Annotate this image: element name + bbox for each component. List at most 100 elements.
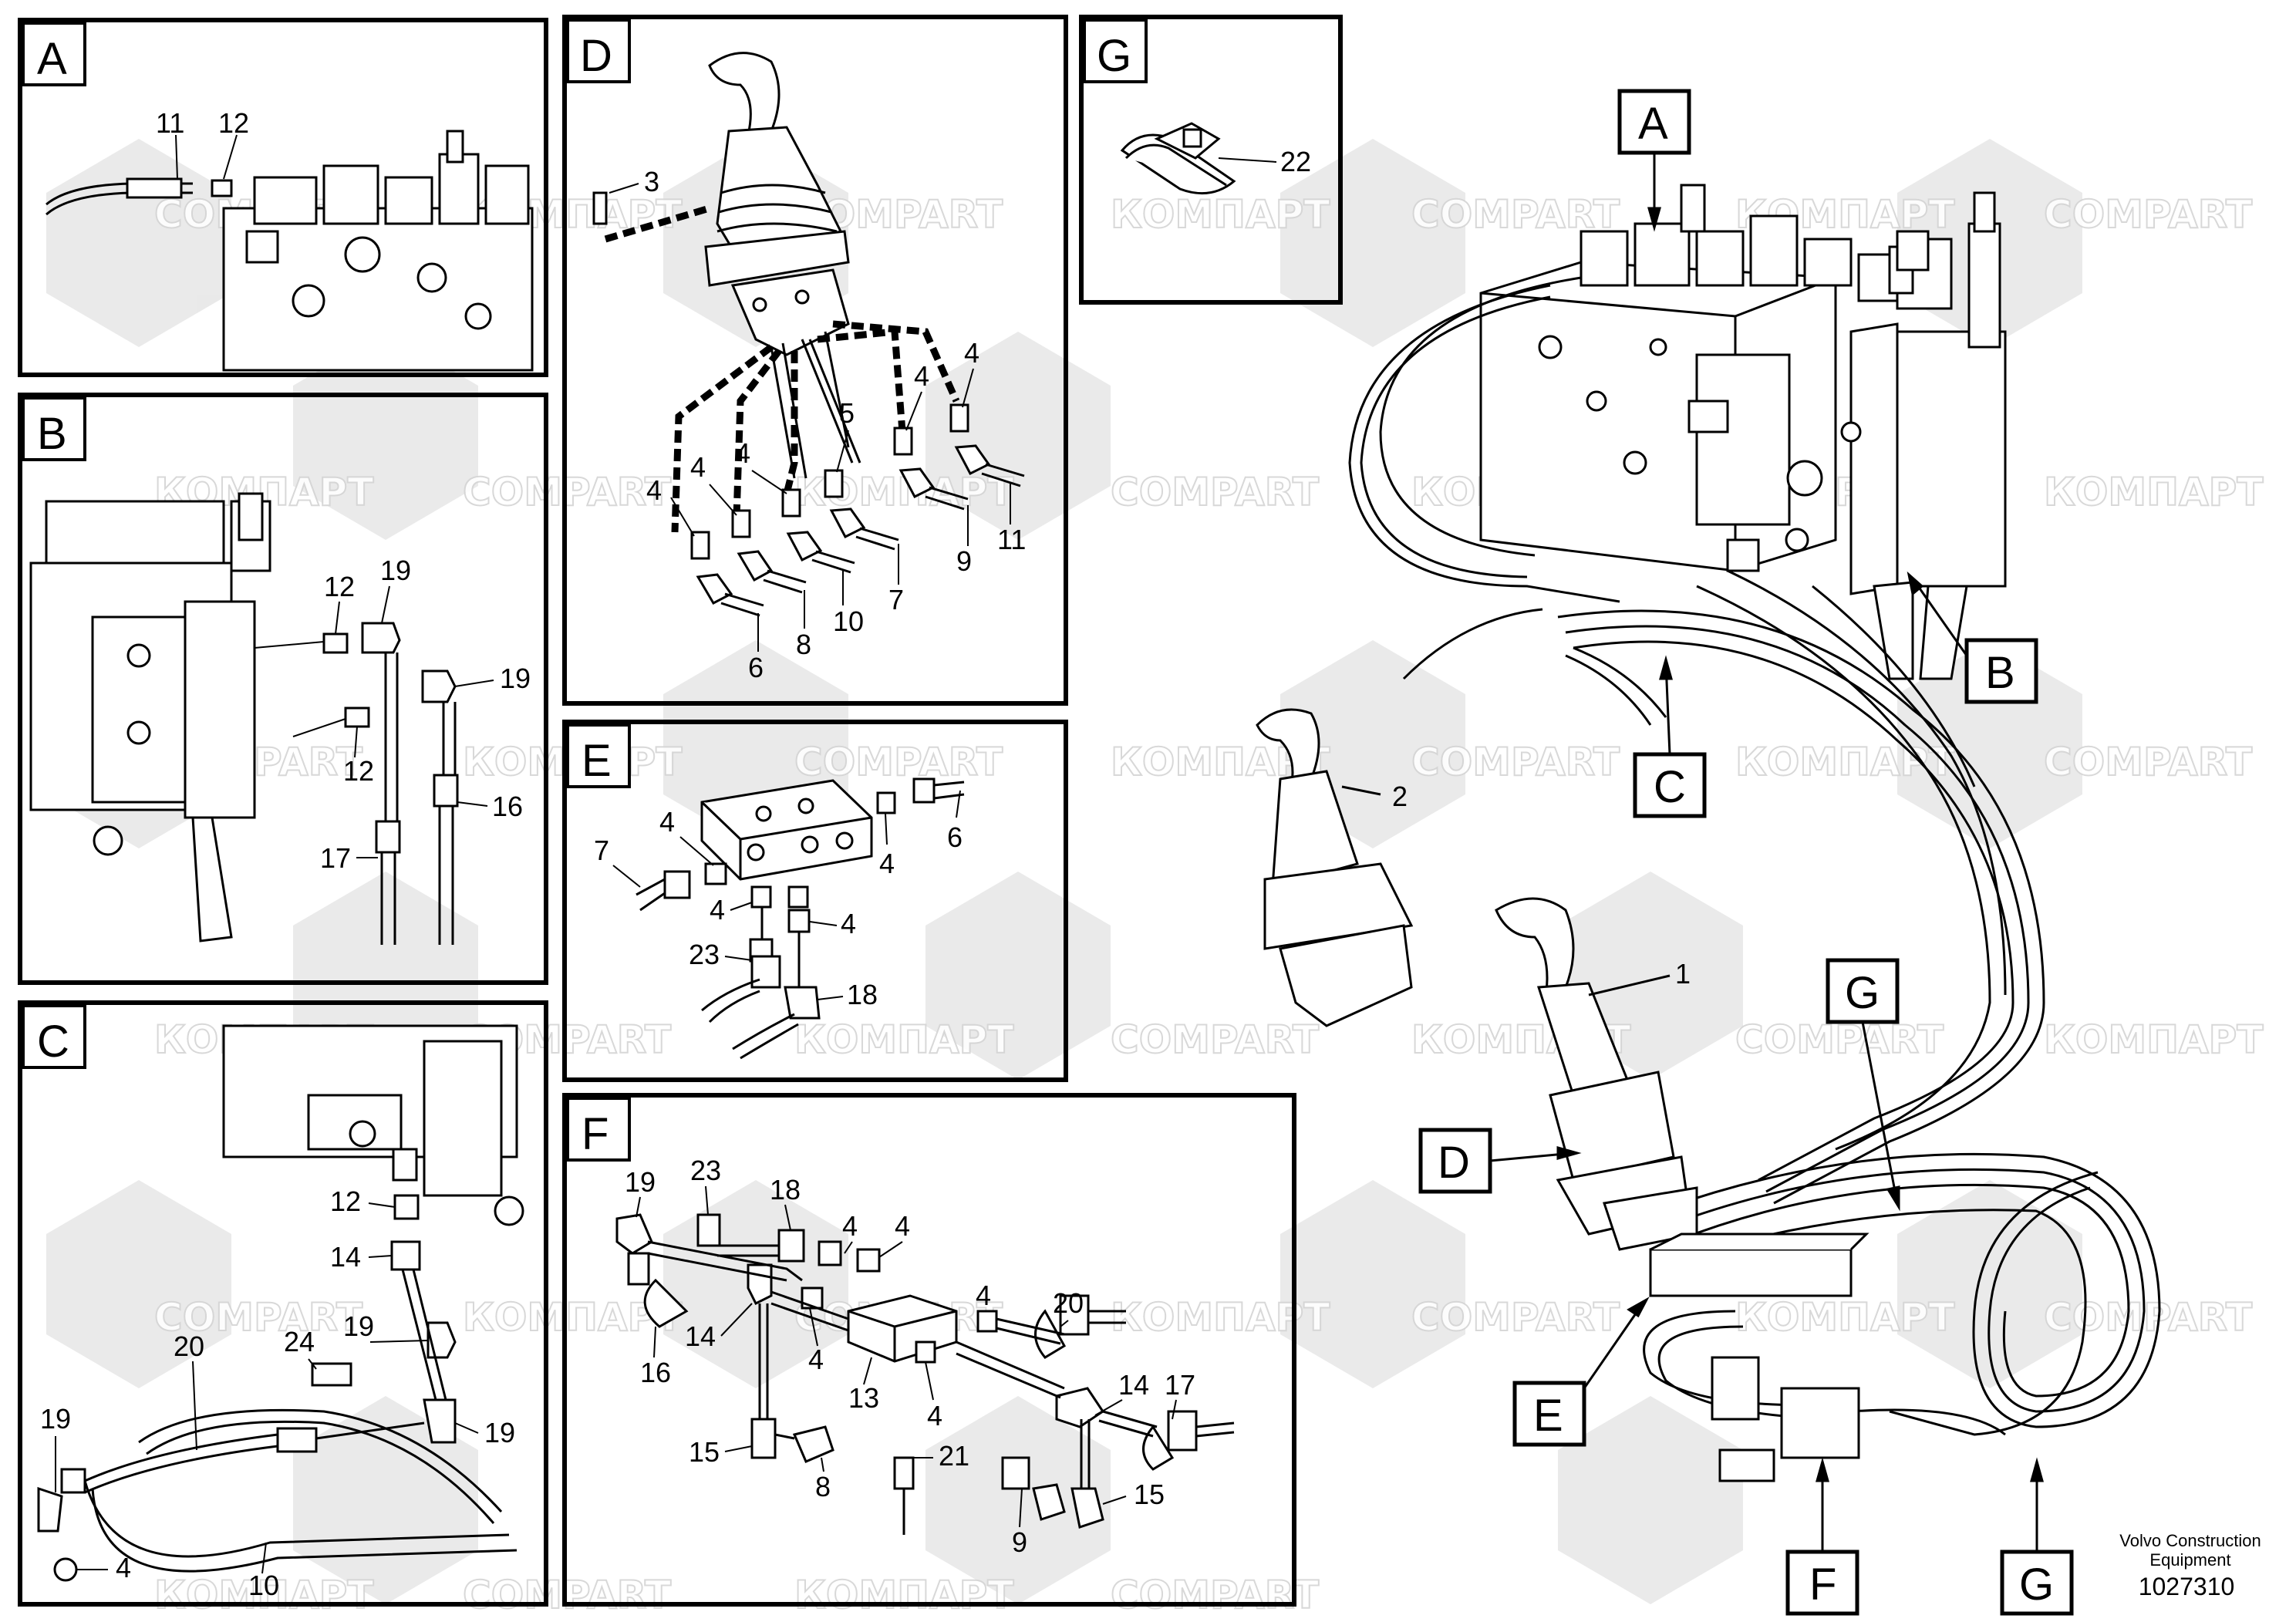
part-number: 14	[1118, 1369, 1149, 1401]
watermark-text: КОМПАРТ	[1735, 1295, 1954, 1340]
part-number: 17	[320, 842, 351, 874]
part-number: 4	[895, 1210, 910, 1242]
part-number: 19	[500, 663, 531, 694]
drawing-number: 1027310	[2139, 1573, 2235, 1600]
part-number: 4	[879, 848, 895, 879]
watermark-text: COMPART	[1411, 1295, 1620, 1340]
watermark-text: КОМПАРТ	[1111, 192, 1330, 237]
callout-label: E	[1533, 1391, 1563, 1441]
part-number: 4	[964, 337, 979, 369]
panel-f: F	[562, 1093, 1296, 1607]
part-number: 23	[689, 939, 720, 970]
panel-letter: B	[37, 409, 67, 459]
watermark-text: КОМПАРТ	[2044, 1017, 2263, 1062]
part-number: 4	[808, 1344, 824, 1375]
part-number: 14	[685, 1320, 716, 1352]
part-number: 4	[914, 360, 929, 392]
part-number: 3	[644, 166, 659, 197]
part-number: 11	[997, 524, 1026, 555]
part-number: 7	[888, 584, 904, 615]
part-number: 4	[841, 908, 856, 939]
watermark-text: COMPART	[463, 1573, 671, 1617]
watermark-text: COMPART	[1111, 1017, 1319, 1062]
part-number: 13	[848, 1382, 879, 1414]
panel-b: B 12	[18, 393, 548, 985]
part-number: 19	[625, 1166, 656, 1198]
part-number: 4	[735, 437, 750, 469]
part-number: 19	[484, 1417, 515, 1448]
part-number: 12	[324, 571, 355, 602]
panel-g: G 22	[1079, 15, 1343, 305]
part-number: 4	[842, 1210, 858, 1242]
part-number: 22	[1280, 146, 1311, 177]
part-number: 19	[380, 555, 411, 586]
part-number: 6	[947, 821, 963, 853]
watermark-text: КОМПАРТ	[794, 1573, 1013, 1617]
part-number: 23	[690, 1155, 721, 1186]
part-number: 8	[796, 629, 811, 660]
watermark-text: COMPART	[1411, 740, 1620, 784]
part-number: 15	[689, 1436, 720, 1468]
part-number: 12	[218, 107, 249, 139]
panel-letter: G	[1097, 31, 1131, 81]
part-number: 21	[939, 1440, 969, 1472]
part-number: 1	[1675, 958, 1691, 990]
watermark-text: COMPART	[2044, 192, 2252, 237]
part-number: 10	[833, 605, 864, 637]
brand-line-2: Equipment	[2149, 1550, 2230, 1570]
part-number: 19	[40, 1403, 71, 1435]
watermark-text: COMPART	[2044, 1295, 2252, 1340]
part-number: 4	[646, 474, 662, 506]
brand-line-1: Volvo Construction	[2119, 1531, 2261, 1550]
part-number: 16	[640, 1357, 671, 1388]
part-number: 9	[1012, 1526, 1027, 1558]
part-number: 17	[1165, 1369, 1195, 1401]
panel-c: C 12 14 20 24	[18, 1000, 548, 1607]
watermark-text: КОМПАРТ	[1111, 1295, 1330, 1340]
part-number: 9	[956, 545, 972, 577]
panel-a: A 11 12	[18, 18, 548, 377]
part-number: 15	[1134, 1479, 1165, 1510]
watermark-text: COMPART	[794, 740, 1003, 784]
watermark-text: КОМПАРТ	[2044, 470, 2263, 514]
part-number: 12	[330, 1185, 361, 1217]
part-number: 20	[1053, 1287, 1084, 1319]
callout-label: F	[1809, 1560, 1836, 1610]
part-number: 4	[927, 1400, 942, 1431]
part-number: 4	[116, 1552, 131, 1583]
part-number: 7	[594, 835, 609, 866]
callout-label: G	[1845, 968, 1880, 1018]
part-number: 16	[492, 791, 523, 822]
part-number: 20	[174, 1330, 204, 1362]
panel-d: D	[562, 15, 1068, 706]
panel-letter: A	[37, 34, 67, 84]
part-number: 5	[839, 397, 855, 429]
part-number: 4	[976, 1280, 991, 1311]
callout-label: C	[1654, 762, 1686, 812]
part-number: 24	[284, 1326, 315, 1357]
footer: Volvo Construction Equipment 1027310	[2119, 1531, 2261, 1600]
part-number: 14	[330, 1241, 361, 1273]
watermark-text: COMPART	[154, 1295, 362, 1340]
panel-letter: C	[37, 1017, 69, 1067]
callout-label: B	[1985, 648, 2015, 698]
part-number: 2	[1392, 781, 1408, 812]
watermark-text: COMPART	[1111, 470, 1319, 514]
part-number: 12	[343, 755, 374, 787]
watermark-text: КОМПАРТ	[794, 1017, 1013, 1062]
part-number: 11	[156, 107, 184, 139]
callout-label: G	[2019, 1560, 2054, 1610]
watermark-text: COMPART	[1111, 1573, 1319, 1617]
watermark-text: КОМПАРТ	[154, 1573, 373, 1617]
part-number: 18	[770, 1174, 801, 1206]
part-number: 10	[248, 1570, 279, 1601]
part-number: 4	[710, 894, 725, 926]
callout-label: D	[1438, 1138, 1470, 1188]
part-number: 19	[343, 1310, 374, 1342]
part-number: 4	[690, 451, 706, 483]
overview-assembly: A B C D E F G G	[1256, 89, 2161, 1616]
part-number: 6	[748, 652, 764, 683]
callout-label: A	[1638, 99, 1668, 149]
watermark-text: COMPART	[1411, 192, 1620, 237]
